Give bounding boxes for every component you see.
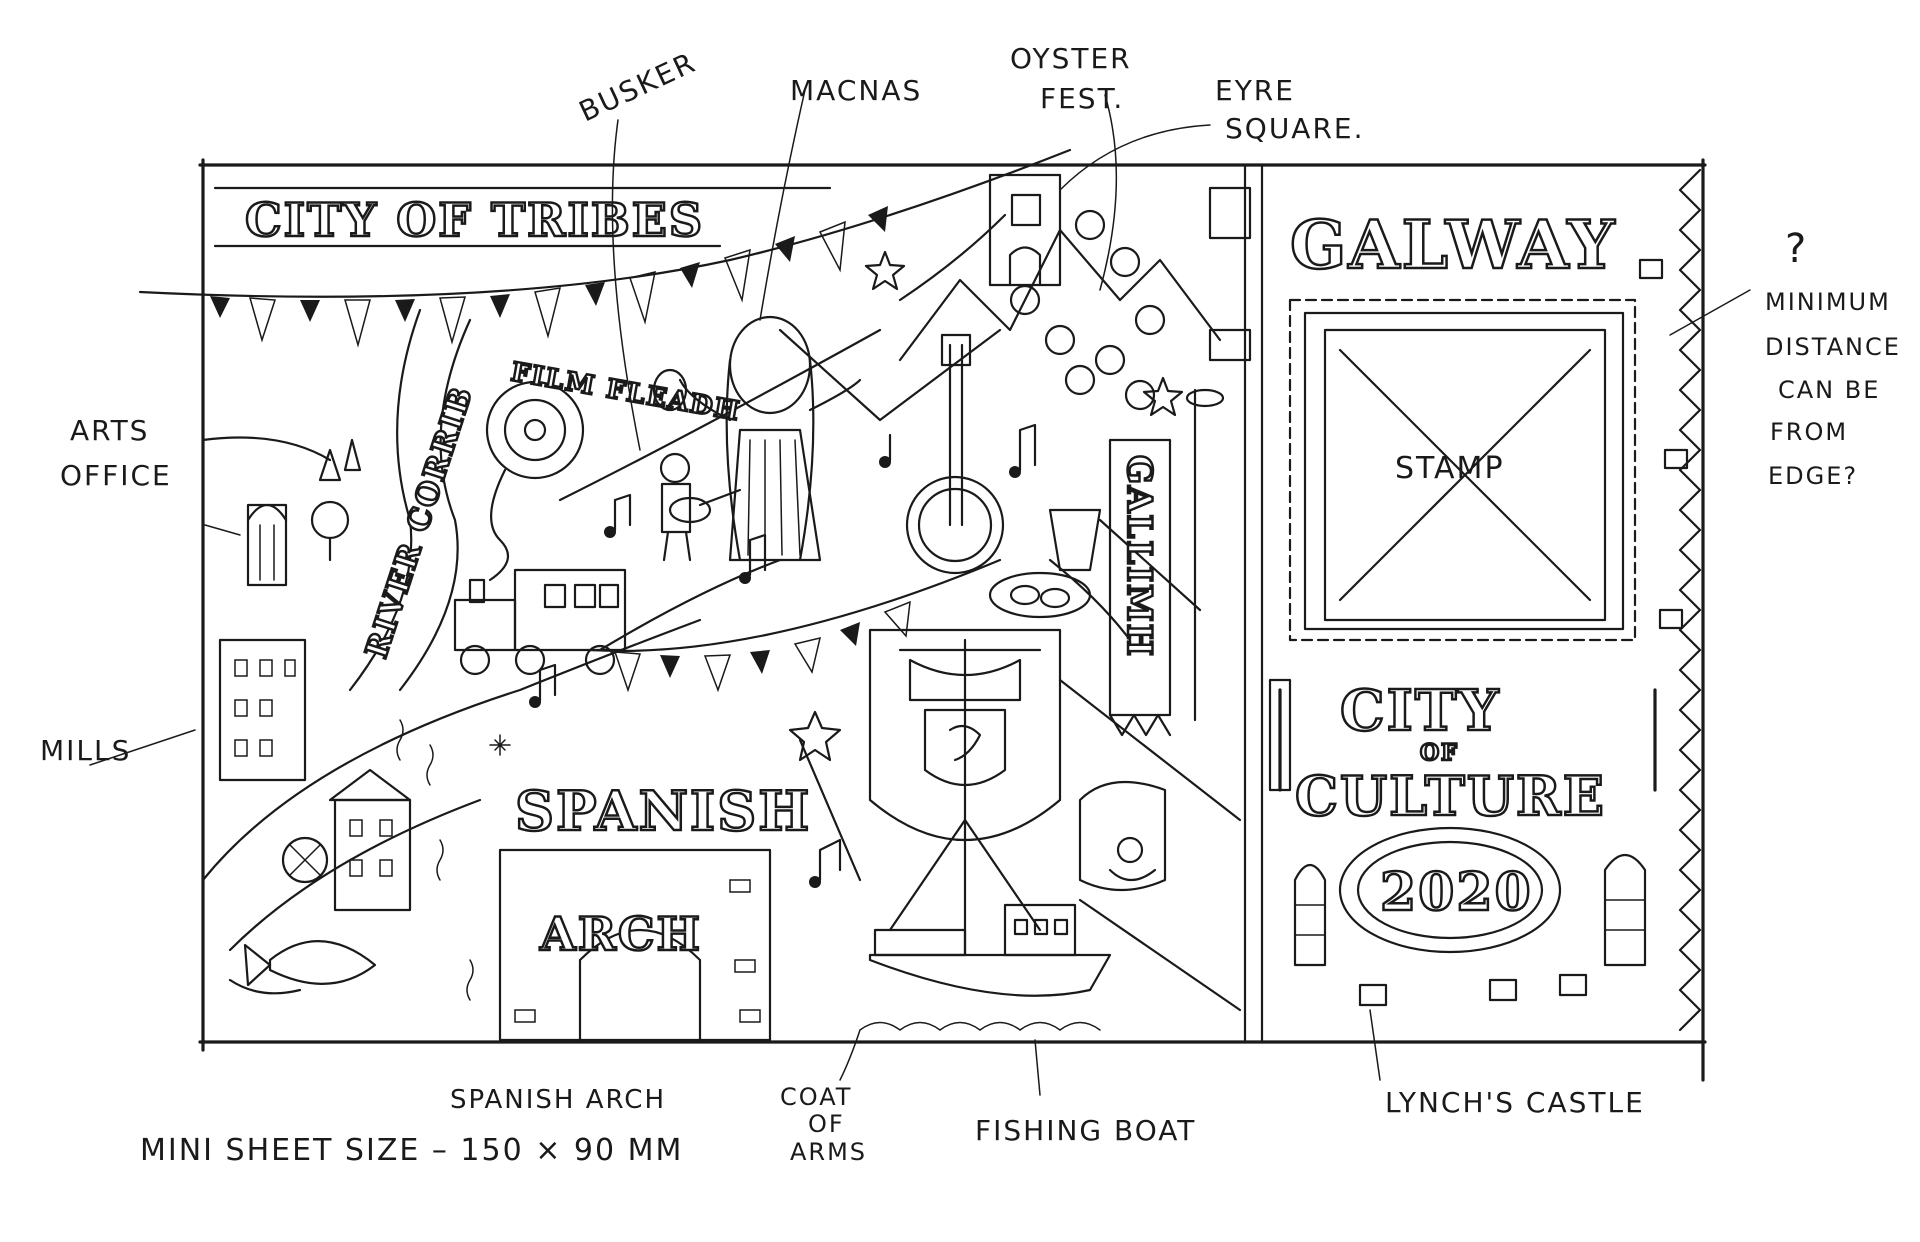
- city-of-tribes-banner: CITY OF TRIBES: [213, 186, 832, 248]
- macnas-figure: [652, 315, 862, 562]
- stars: [489, 250, 1184, 762]
- annotation-question: ?: [1785, 226, 1808, 272]
- landscape-lines: [201, 213, 1242, 1012]
- annotation-eyre-square-2: SQUARE.: [1225, 112, 1365, 145]
- annotation-coat-of-arms-2: OF: [808, 1110, 845, 1138]
- galway-banner-text: GALLIMH: [1119, 455, 1159, 658]
- fishing-boat: [859, 638, 1112, 1031]
- annotation-fishing-boat: FISHING BOAT: [975, 1114, 1196, 1147]
- stamp-panel: GALWAY STAMP CITY OF CULTURE 2020: [1208, 186, 1689, 1007]
- river-corrib-label: RIVER CORRIB: [359, 382, 480, 663]
- annotation-oyster-fest-2: FEST.: [1040, 82, 1124, 115]
- of-word: OF: [1420, 740, 1459, 766]
- music-notes: [529, 423, 1037, 888]
- eyre-square: [988, 173, 1166, 411]
- annotation-min-distance-2: DISTANCE: [1765, 333, 1901, 361]
- stamp-placeholder-label: STAMP: [1395, 451, 1505, 486]
- annotation-min-distance-1: MINIMUM: [1765, 288, 1891, 316]
- annotation-sheet-size: MINI SHEET SIZE – 150 × 90 MM: [140, 1133, 683, 1168]
- city-word: CITY: [1340, 678, 1500, 744]
- mini-sheet-frame: [198, 158, 1707, 1082]
- train-illustration: [453, 568, 627, 676]
- spanish-word: SPANISH: [515, 779, 811, 843]
- bunting-middle: [588, 558, 1002, 693]
- arch-word: ARCH: [539, 907, 702, 961]
- annotation-min-distance-3: CAN BE: [1778, 376, 1880, 404]
- film-reel-illustration: FILM FLEADH: [485, 356, 744, 582]
- annotation-spanish-arch: SPANISH ARCH: [450, 1085, 666, 1115]
- annotation-lynchs-castle: LYNCH'S CASTLE: [1385, 1086, 1645, 1119]
- annotation-eyre-square-1: EYRE: [1215, 74, 1295, 107]
- annotation-min-distance-4: FROM: [1770, 418, 1848, 446]
- annotation-min-distance-5: EDGE?: [1768, 462, 1858, 490]
- year-2020: 2020: [1380, 862, 1533, 923]
- culture-word: CULTURE: [1295, 764, 1606, 828]
- busker-figure: [659, 452, 742, 562]
- annotation-busker: BUSKER: [574, 46, 701, 129]
- annotation-coat-of-arms-1: COAT: [780, 1083, 852, 1111]
- banjo-illustration: [905, 333, 1005, 575]
- oyster-plate: [988, 508, 1102, 619]
- galway-title: GALWAY: [1290, 206, 1616, 284]
- annotation-coat-of-arms-3: ARMS: [790, 1138, 867, 1166]
- city-of-tribes-title: CITY OF TRIBES: [245, 193, 704, 247]
- leader-lines: [89, 89, 1751, 1096]
- annotation-oyster-fest-1: OYSTER: [1010, 42, 1132, 75]
- bird-illustration: [1078, 780, 1167, 892]
- annotation-arts-office-2: OFFICE: [60, 459, 172, 492]
- spanish-arch: SPANISH ARCH: [498, 778, 811, 1042]
- annotation-macnas: MACNAS: [790, 74, 922, 107]
- coat-of-arms: [868, 628, 1062, 842]
- annotation-mills: MILLS: [40, 734, 131, 767]
- left-buildings: [218, 438, 474, 1001]
- annotation-arts-office-1: ARTS: [70, 414, 149, 447]
- galway-vertical-banner: GALLIMH: [1108, 388, 1225, 737]
- bunting-top: [138, 148, 1072, 348]
